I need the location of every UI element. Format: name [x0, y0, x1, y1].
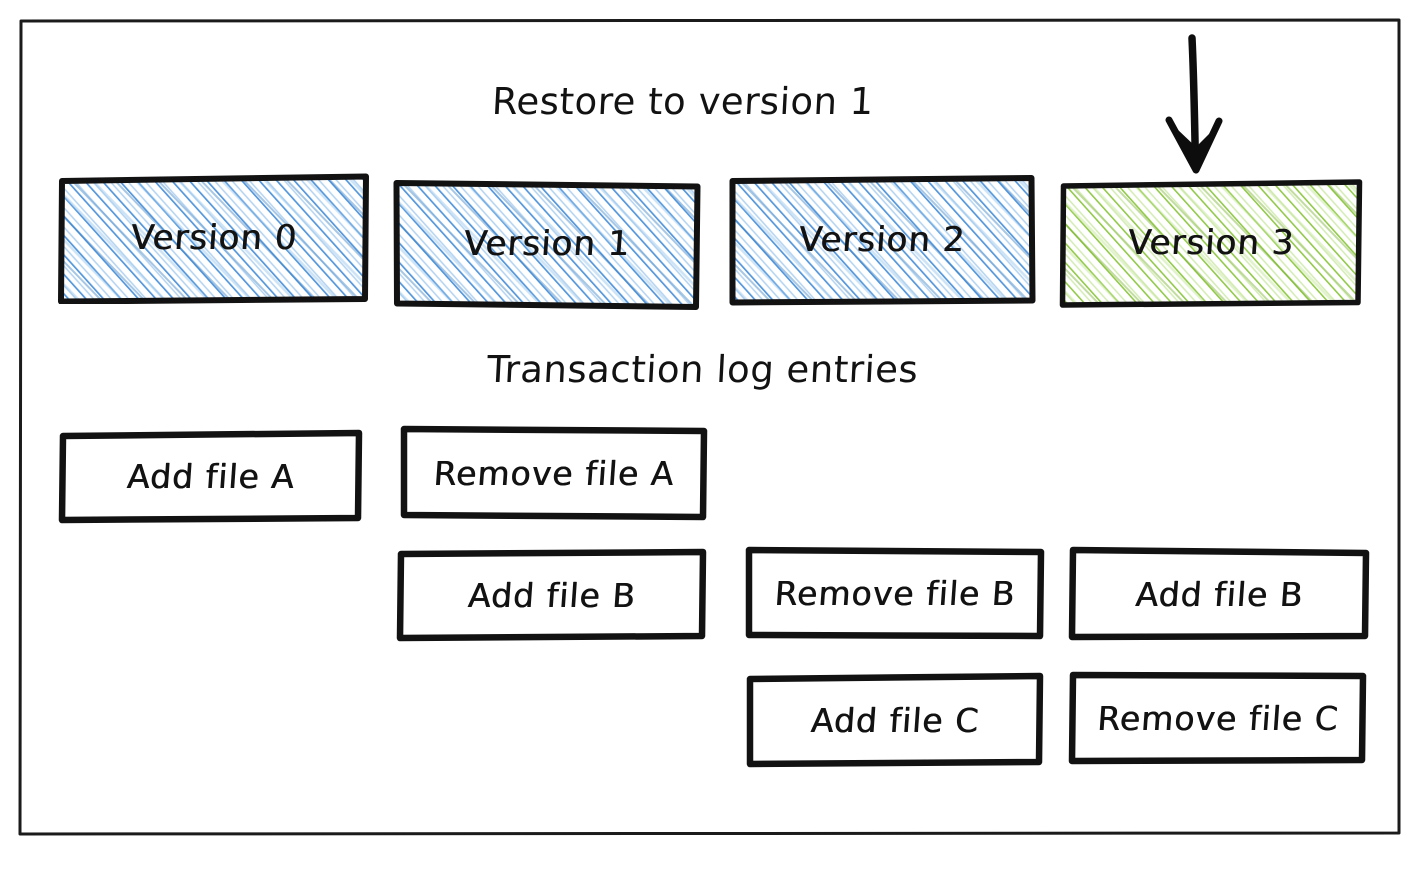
versions-title: Restore to version 1 — [490, 80, 876, 123]
log-entry-add-file-b-v3[interactable]: Add file B — [1068, 546, 1371, 642]
log-entry-shape — [745, 546, 1045, 640]
log-entry-label: Remove file B — [773, 573, 1017, 613]
version-box-1-shape — [393, 180, 701, 310]
version-box-0[interactable]: Version 0 — [58, 172, 370, 304]
version-box-3-shape — [1059, 179, 1363, 308]
log-entry-shape — [1068, 546, 1370, 641]
log-entry-remove-file-a[interactable]: Remove file A — [399, 424, 709, 522]
version-box-0-shape — [58, 173, 369, 304]
log-entry-add-file-a[interactable]: Add file A — [58, 428, 364, 524]
log-entry-label: Remove file A — [432, 453, 676, 493]
log-entry-shape — [1068, 671, 1367, 765]
log-entry-add-file-c[interactable]: Add file C — [745, 672, 1045, 769]
log-entry-label: Add file B — [466, 575, 638, 615]
version-box-1[interactable]: Version 1 — [392, 178, 702, 310]
log-entry-shape — [396, 548, 707, 642]
log-entry-label: Remove file C — [1096, 698, 1340, 738]
log-entry-label: Add file C — [809, 701, 981, 740]
log-entry-shape — [400, 425, 708, 521]
version-box-3[interactable]: Version 3 — [1058, 178, 1364, 308]
log-entry-shape — [58, 429, 363, 524]
log-title: Transaction log entries — [485, 348, 920, 391]
version-box-2-shape — [729, 175, 1036, 306]
version-box-2[interactable]: Version 2 — [728, 174, 1036, 306]
version-box-1-label: Version 1 — [462, 224, 632, 264]
log-entry-shape — [746, 672, 1044, 768]
log-entry-label: Add file A — [125, 456, 297, 496]
log-entry-add-file-b-v1[interactable]: Add file B — [396, 548, 708, 642]
log-entry-remove-file-c[interactable]: Remove file C — [1068, 670, 1368, 766]
version-box-3-label: Version 3 — [1126, 223, 1296, 263]
version-box-2-label: Version 2 — [797, 220, 967, 260]
log-entry-label: Add file B — [1134, 574, 1305, 614]
version-box-0-label: Version 0 — [129, 218, 299, 258]
log-entry-remove-file-b[interactable]: Remove file B — [744, 545, 1046, 641]
